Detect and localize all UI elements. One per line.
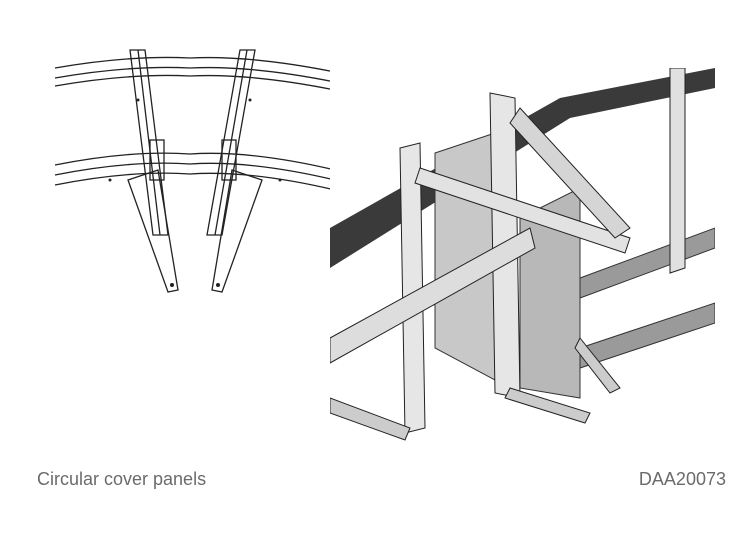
- product-code: DAA20073: [638, 469, 726, 489]
- circular-cover-panel-line-drawing: [54, 49, 336, 293]
- figure-caption: Circular cover panels: [37, 469, 207, 489]
- circular-cover-panel-3d-render: [330, 68, 715, 448]
